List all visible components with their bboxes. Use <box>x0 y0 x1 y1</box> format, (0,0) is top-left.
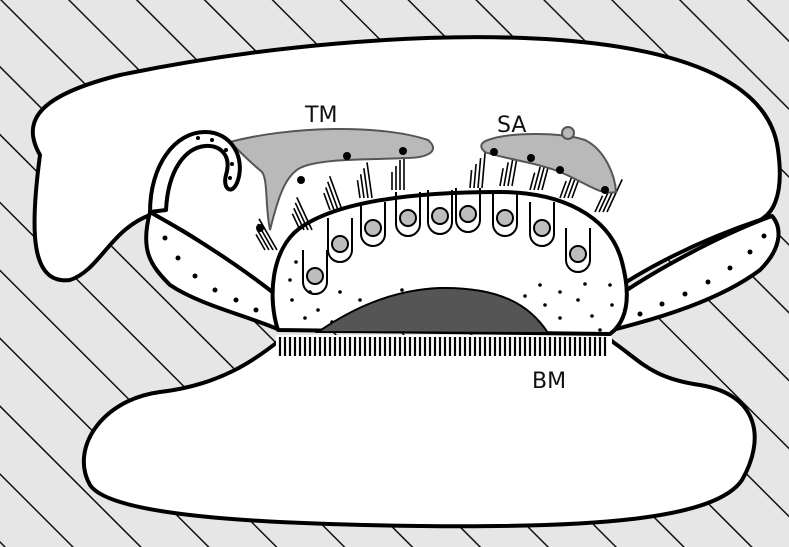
support-dot <box>400 288 404 292</box>
support-dot <box>358 298 362 302</box>
support-dot <box>583 282 587 286</box>
support-dot <box>576 298 580 302</box>
support-dot <box>288 278 292 282</box>
support-dot <box>543 303 547 307</box>
support-dot <box>538 283 542 287</box>
nucleus <box>570 246 586 262</box>
label-sa: SA <box>497 113 526 138</box>
support-dot <box>598 328 602 332</box>
support-dot <box>608 283 612 287</box>
support-dot <box>523 294 527 298</box>
label-bm: BM <box>532 369 566 394</box>
support-dot <box>294 260 298 264</box>
support-dot <box>610 303 614 307</box>
support-dot <box>303 316 307 320</box>
accessory-knob <box>562 127 574 139</box>
nucleus <box>460 206 476 222</box>
support-dot <box>558 316 562 320</box>
nucleus <box>307 268 323 284</box>
support-dot <box>558 290 562 294</box>
nucleus <box>332 236 348 252</box>
label-tm: TM <box>304 103 337 128</box>
support-dot <box>590 314 594 318</box>
nucleus <box>432 208 448 224</box>
nucleus <box>365 220 381 236</box>
nucleus <box>497 210 513 226</box>
nucleus <box>534 220 550 236</box>
support-dot <box>316 308 320 312</box>
support-dot <box>338 290 342 294</box>
nucleus <box>400 210 416 226</box>
support-dot <box>290 298 294 302</box>
